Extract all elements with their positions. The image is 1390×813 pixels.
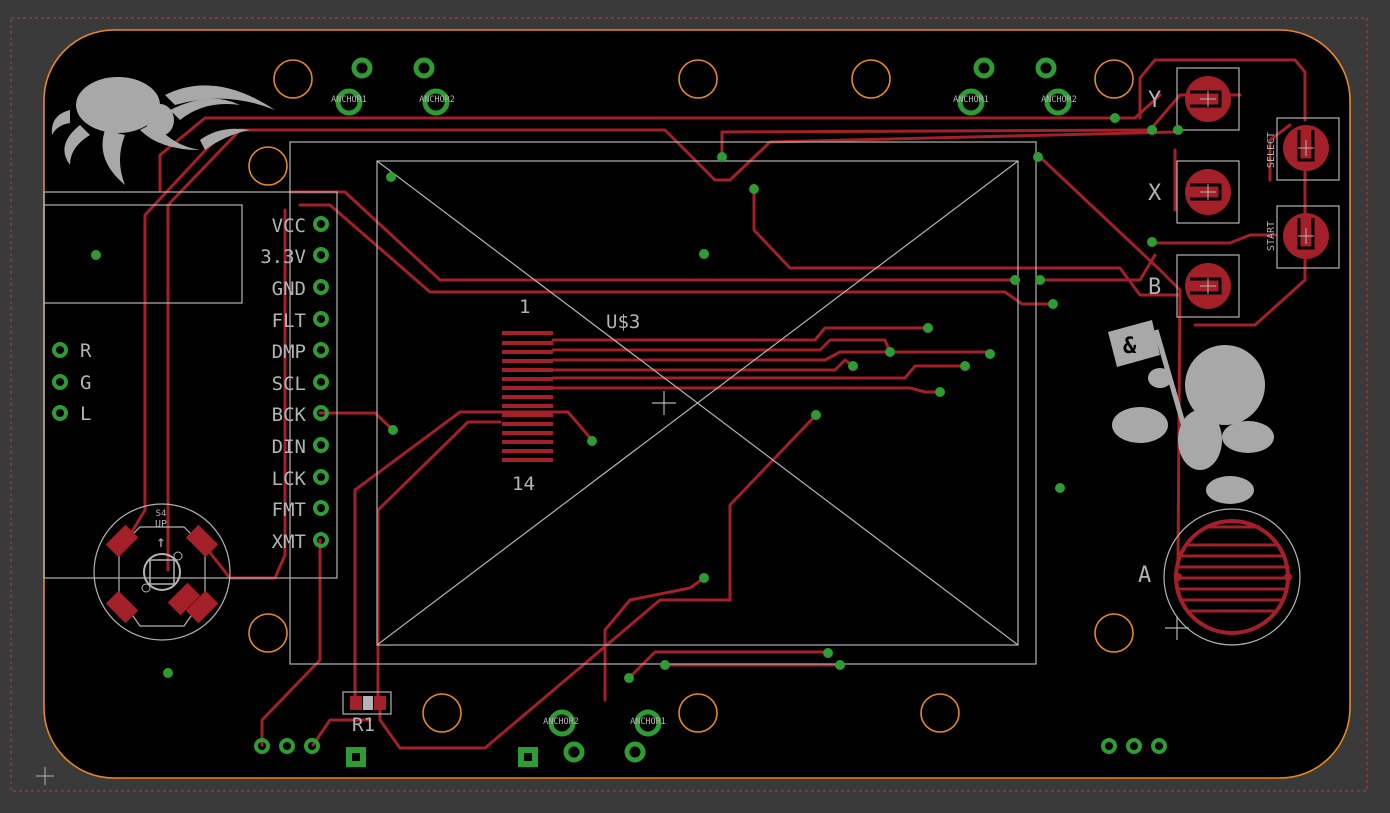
- trace: [551, 326, 930, 342]
- display-active-area: [376, 160, 1019, 646]
- usb-outline: [43, 204, 243, 304]
- resistor-label: R1: [352, 714, 375, 736]
- mount-hole: [678, 59, 718, 99]
- trace: [353, 410, 594, 702]
- button-label-b: B: [1148, 275, 1161, 300]
- button-label-x: X: [1148, 181, 1162, 206]
- audio-module-outline: [43, 191, 338, 579]
- header-pin-label: VCC: [272, 215, 306, 237]
- trace: [603, 576, 706, 702]
- octopus-logo: [51, 77, 275, 185]
- mount-hole: [678, 693, 718, 733]
- trace: [551, 350, 992, 362]
- header-pin-label: XMT: [272, 531, 306, 553]
- display-pin-last: 14: [512, 473, 535, 495]
- button-label-a: A: [1138, 563, 1151, 588]
- resistor-r1-footprint: [342, 691, 392, 715]
- button-label-y: Y: [1148, 88, 1161, 113]
- trace: [720, 128, 1152, 159]
- trace: [551, 386, 942, 394]
- mount-hole: [920, 693, 960, 733]
- button-y-footprint: [1176, 67, 1240, 131]
- trace: [1268, 123, 1292, 182]
- mount-hole: [273, 59, 313, 99]
- led-label: R: [80, 340, 92, 362]
- silkscreen-text: VCC 3.3V GND FLT DMP SCL BCK DIN LCK FMT…: [80, 88, 1277, 736]
- button-footprints: [1163, 67, 1340, 646]
- trace: [1038, 253, 1157, 282]
- mounting-holes: [248, 59, 1134, 733]
- trace: [1138, 58, 1157, 120]
- trace: [627, 650, 830, 680]
- trace: [752, 187, 1182, 297]
- trace: [158, 116, 1117, 192]
- header-pin-label: BCK: [272, 404, 307, 426]
- mount-hole: [1094, 59, 1134, 99]
- anchor-label: ANCHOR1: [331, 95, 367, 105]
- trace: [1113, 93, 1162, 120]
- led-label: L: [80, 403, 91, 425]
- trace: [128, 138, 217, 537]
- button-b-footprint: [1176, 254, 1240, 318]
- button-label-start: START: [1266, 221, 1277, 251]
- button-select-footprint: [1276, 117, 1340, 181]
- header-pin-label: SCL: [272, 373, 306, 395]
- joystick-arrow-label: ↑: [156, 532, 166, 551]
- trace: [298, 203, 1055, 306]
- trace: [1038, 155, 1182, 292]
- led-label: G: [80, 372, 91, 394]
- mount-hole: [851, 59, 891, 99]
- header-pin-label: LCK: [272, 468, 307, 490]
- header-pin-label: 3.3V: [260, 246, 306, 268]
- trace: [1153, 58, 1307, 122]
- anchor-label: ANCHOR2: [419, 95, 455, 105]
- header-pin-label: FMT: [272, 499, 306, 521]
- trace: [551, 338, 892, 354]
- joystick-footprint: [93, 503, 231, 641]
- button-a-footprint: [1163, 508, 1301, 646]
- trace: [1148, 233, 1277, 245]
- header-pin-label: FLT: [272, 310, 306, 332]
- mount-hole: [248, 146, 288, 186]
- mount-hole: [1094, 613, 1134, 653]
- trace: [318, 411, 395, 432]
- trace: [378, 413, 818, 750]
- mount-hole: [422, 693, 462, 733]
- anchor-label: ANCHOR1: [953, 95, 989, 105]
- display-name-label: U$3: [606, 311, 640, 333]
- mount-hole: [248, 613, 288, 653]
- header-pin-label: DIN: [272, 436, 306, 458]
- joystick-s-label: S4: [156, 509, 167, 519]
- joystick-up-label: UP: [155, 519, 167, 530]
- through-hole-pads: [52, 57, 1167, 767]
- button-label-select: SELECT: [1266, 132, 1277, 168]
- trace: [260, 538, 322, 747]
- logo-flag-symbol: &: [1123, 334, 1137, 359]
- header-pin-label: GND: [272, 278, 306, 300]
- origin-marker: [36, 767, 54, 785]
- anchor-label: ANCHOR2: [543, 717, 579, 727]
- anchor-label: ANCHOR1: [630, 717, 666, 727]
- button-start-footprint: [1276, 205, 1340, 269]
- anchor-label: ANCHOR2: [1041, 95, 1077, 105]
- trace: [311, 718, 372, 747]
- display-flex-pads: [502, 331, 553, 462]
- mr-game-and-watch-logo: [1108, 320, 1274, 504]
- trace: [551, 364, 967, 380]
- display-pin-first: 1: [519, 296, 530, 318]
- header-pin-label: DMP: [272, 341, 306, 363]
- vias: [91, 113, 1183, 683]
- dimension-outline: [10, 17, 1368, 792]
- button-x-footprint: [1176, 160, 1240, 224]
- trace: [1176, 288, 1182, 562]
- trace: [376, 420, 502, 702]
